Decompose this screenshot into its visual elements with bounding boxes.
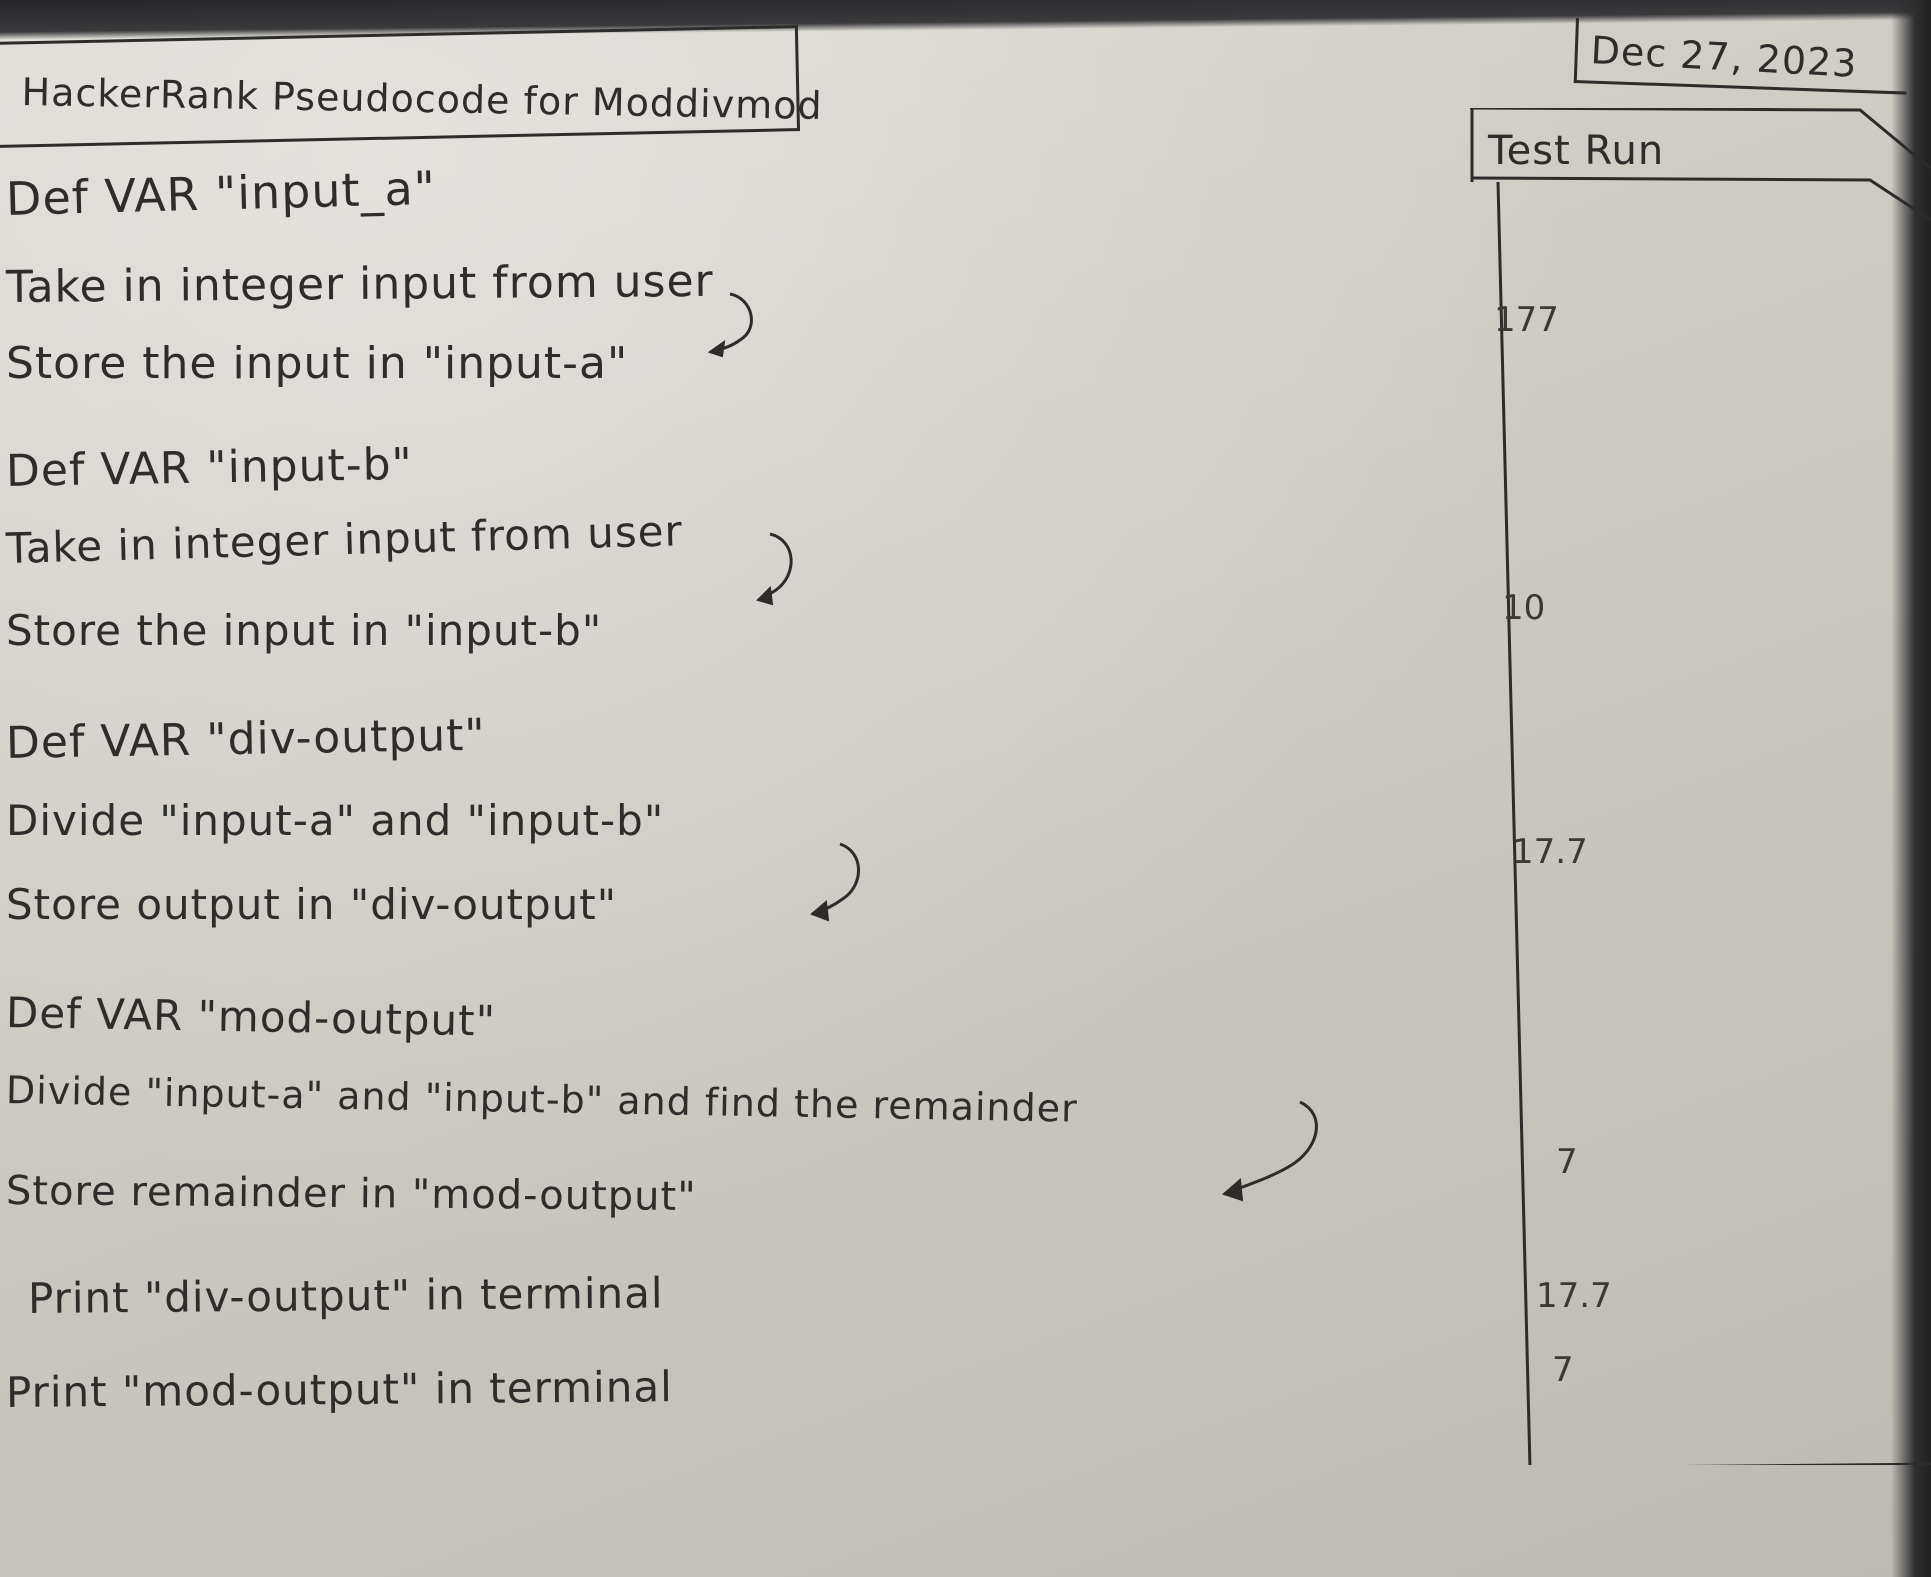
pseudocode-line: Def VAR "input-b" — [5, 438, 414, 497]
background-edge-right — [1891, 0, 1931, 1577]
pseudocode-line: Take in integer input from user — [5, 506, 684, 573]
test-value-5: 17.7 — [1536, 1276, 1612, 1316]
test-run-label: Test Run — [1488, 128, 1665, 174]
curved-arrow-icon — [810, 842, 860, 922]
curved-arrow-icon — [707, 292, 753, 358]
test-value-1: 177 — [1494, 300, 1559, 340]
test-run-box — [1470, 108, 1931, 1465]
pseudocode-line: Def VAR "div-output" — [5, 709, 487, 769]
pseudocode-line: Print "mod-output" in terminal — [5, 1362, 673, 1417]
pseudocode-line: Take in integer input from user — [5, 255, 714, 313]
curved-arrow-icon — [756, 532, 793, 606]
pseudocode-line: Store the input in "input-b" — [6, 606, 603, 655]
pseudocode-line: Store output in "div-output" — [6, 880, 618, 929]
test-value-3: 17.7 — [1512, 832, 1588, 872]
pseudocode-line: Def VAR "mod-output" — [5, 988, 497, 1046]
test-value-6: 7 — [1552, 1350, 1574, 1390]
test-value-2: 10 — [1502, 588, 1546, 628]
pseudocode-line: Divide "input-a" and "input-b" and find … — [5, 1068, 1079, 1131]
pseudocode-line: Print "div-output" in terminal — [27, 1268, 664, 1323]
pseudocode-line: Def VAR "input_a" — [5, 160, 437, 226]
curved-arrow-icon — [1222, 1100, 1318, 1202]
pseudocode-line: Store remainder in "mod-output" — [5, 1168, 697, 1221]
pseudocode-line: Store the input in "input-a" — [6, 338, 629, 389]
test-value-4: 7 — [1556, 1142, 1578, 1182]
pseudocode-line: Divide "input-a" and "input-b" — [6, 796, 665, 845]
